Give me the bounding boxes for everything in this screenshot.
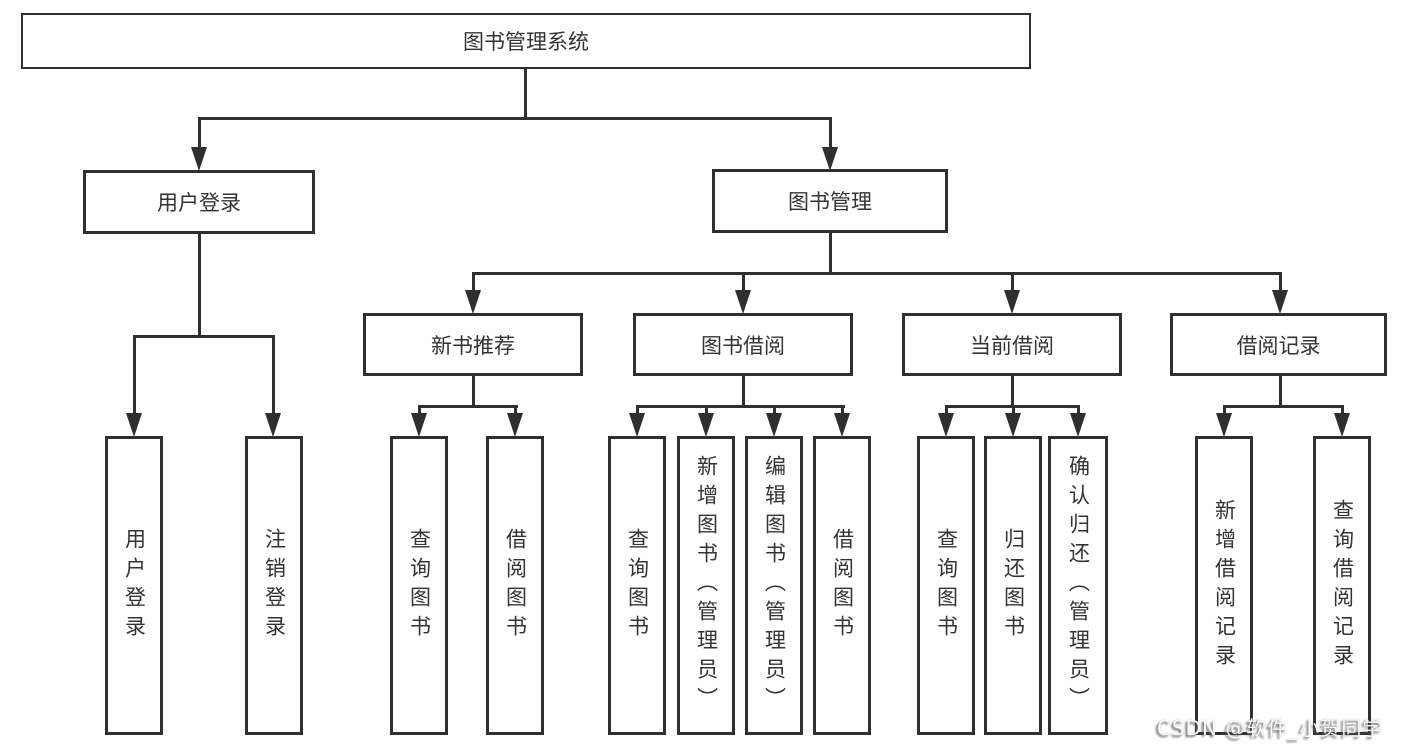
connector-line	[418, 405, 421, 415]
connector-line	[705, 405, 708, 415]
node-leaf-query-borrow-record: 查询借阅记录	[1313, 436, 1371, 735]
node-label: 编辑图书（管理员）	[762, 455, 787, 716]
arrow-down-icon	[766, 413, 782, 437]
node-label: 图书管理系统	[463, 30, 589, 54]
connector-line	[829, 117, 832, 151]
connector-line	[636, 405, 845, 408]
arrow-down-icon	[507, 413, 523, 437]
connector-line	[841, 405, 844, 415]
connector-line	[945, 405, 948, 415]
arrow-down-icon	[822, 147, 838, 171]
arrow-down-icon	[1216, 413, 1232, 437]
arrow-down-icon	[938, 413, 954, 437]
node-book-management: 图书管理	[712, 169, 948, 233]
connector-line	[1223, 405, 1344, 408]
node-label: 新增借阅记录	[1212, 498, 1237, 673]
node-leaf-return-books: 归还图书	[984, 436, 1042, 735]
connector-line	[1279, 272, 1282, 292]
node-current-borrow: 当前借阅	[902, 313, 1122, 376]
node-leaf-borrow-books-1: 借阅图书	[486, 436, 544, 735]
arrow-down-icon	[265, 413, 281, 437]
node-label: 查询图书	[625, 527, 650, 644]
node-label: 借阅记录	[1236, 333, 1321, 358]
node-leaf-confirm-return-admin: 确认归还（管理员）	[1048, 436, 1108, 735]
node-label: 查询图书	[407, 527, 432, 644]
connector-line	[742, 375, 745, 407]
connector-line	[472, 375, 475, 407]
connector-line	[418, 405, 518, 408]
node-label: 新增图书（管理员）	[694, 455, 719, 716]
arrow-down-icon	[465, 290, 481, 314]
connector-line	[1279, 375, 1282, 407]
node-leaf-add-borrow-record: 新增借阅记录	[1195, 436, 1253, 735]
node-label: 用户登录	[122, 527, 147, 644]
connector-line	[1223, 405, 1226, 415]
node-label: 确认归还（管理员）	[1066, 455, 1091, 716]
connector-line	[773, 405, 776, 415]
arrow-down-icon	[1004, 290, 1020, 314]
node-label: 查询借阅记录	[1330, 498, 1355, 673]
node-label: 借阅图书	[830, 527, 855, 644]
node-user-login: 用户登录	[83, 170, 315, 234]
arrow-down-icon	[834, 413, 850, 437]
node-label: 用户登录	[157, 191, 241, 215]
arrow-down-icon	[1272, 290, 1288, 314]
csdn-watermark: CSDN @软件_小贺同学	[1157, 716, 1384, 740]
node-new-book-recommend: 新书推荐	[363, 313, 583, 376]
connector-line	[133, 335, 275, 338]
arrow-down-icon	[1005, 413, 1021, 437]
arrow-down-icon	[629, 413, 645, 437]
arrow-down-icon	[1334, 413, 1350, 437]
node-label: 查询图书	[934, 527, 959, 644]
arrow-down-icon	[191, 147, 207, 171]
connector-line	[742, 272, 745, 292]
connector-line	[1011, 375, 1014, 407]
connector-line	[1012, 405, 1015, 415]
node-leaf-borrow-books-2: 借阅图书	[813, 436, 871, 735]
connector-line	[514, 405, 517, 415]
node-leaf-add-books-admin: 新增图书（管理员）	[677, 436, 735, 735]
arrow-down-icon	[411, 413, 427, 437]
node-leaf-query-books-2: 查询图书	[608, 436, 666, 735]
connector-line	[472, 272, 1282, 275]
node-label: 图书管理	[788, 190, 872, 214]
node-label: 新书推荐	[431, 333, 515, 358]
connector-line	[829, 233, 832, 275]
node-leaf-logout: 注销登录	[245, 436, 303, 735]
node-leaf-edit-books-admin: 编辑图书（管理员）	[745, 436, 803, 735]
node-leaf-query-books-1: 查询图书	[390, 436, 448, 735]
node-label: 当前借阅	[970, 333, 1054, 358]
node-leaf-query-books-3: 查询图书	[917, 436, 975, 735]
node-borrow-records: 借阅记录	[1170, 313, 1387, 376]
connector-line	[472, 272, 475, 292]
connector-line	[198, 233, 201, 337]
connector-line	[133, 335, 136, 415]
connector-line	[272, 335, 275, 415]
node-label: 图书借阅	[701, 333, 785, 358]
arrow-down-icon	[698, 413, 714, 437]
arrow-down-icon	[126, 413, 142, 437]
node-library-management-system: 图书管理系统	[21, 13, 1031, 69]
arrow-down-icon	[735, 290, 751, 314]
node-book-borrow: 图书借阅	[633, 313, 853, 376]
node-label: 借阅图书	[503, 527, 528, 644]
connector-line	[1077, 405, 1080, 415]
node-label: 归还图书	[1001, 527, 1026, 644]
arrow-down-icon	[1070, 413, 1086, 437]
connector-line	[636, 405, 639, 415]
connector-line	[198, 117, 832, 120]
connector-line	[1341, 405, 1344, 415]
connector-line	[1011, 272, 1014, 292]
node-label: 注销登录	[262, 527, 287, 644]
node-leaf-user-login: 用户登录	[105, 436, 163, 735]
connector-line	[198, 117, 201, 151]
connector-line	[524, 68, 527, 118]
